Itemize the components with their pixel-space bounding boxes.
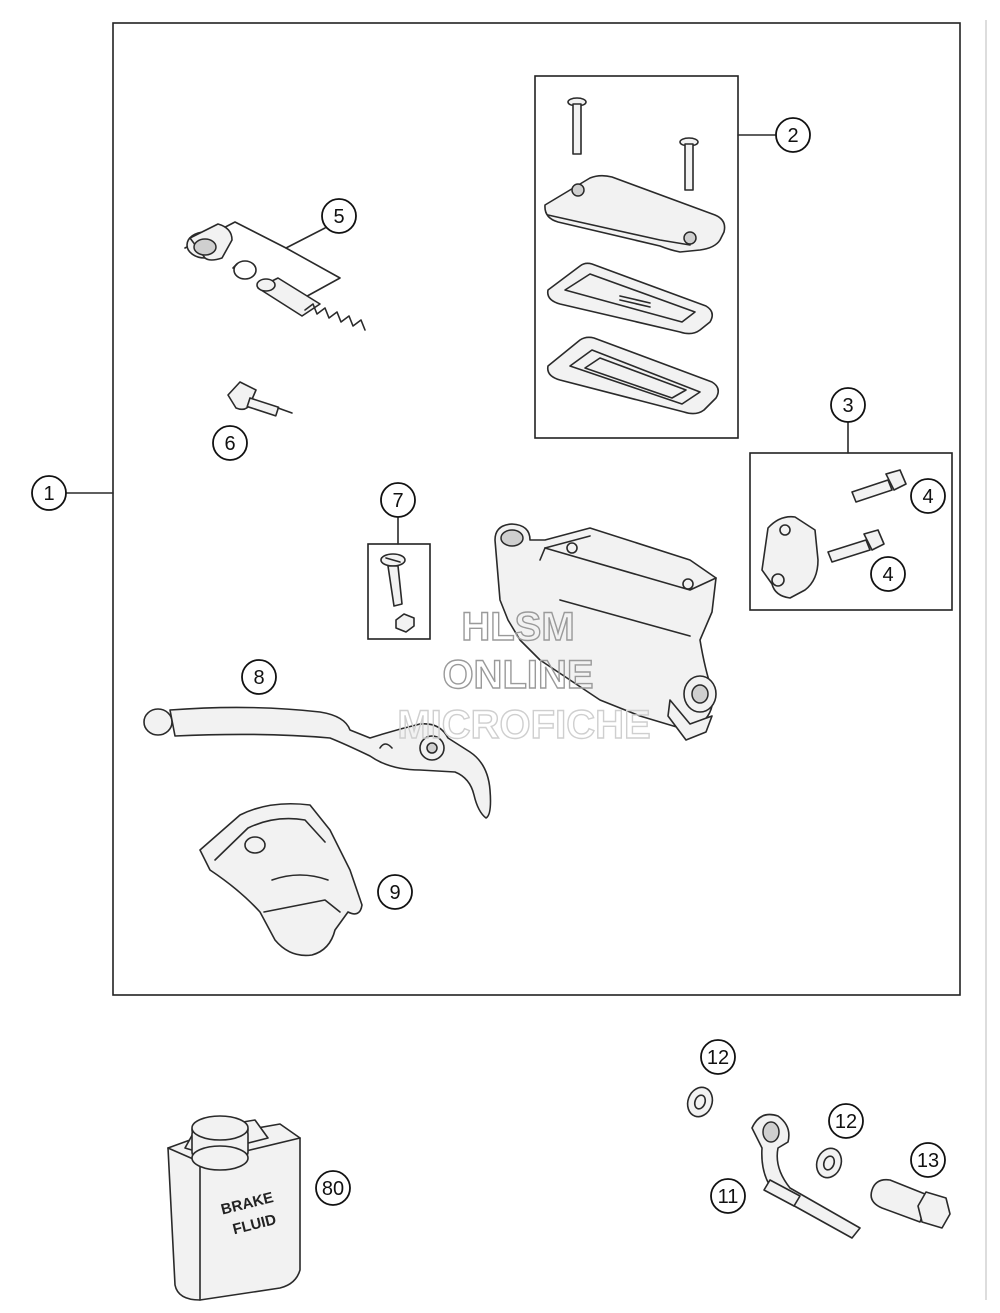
callout-4[interactable]: 4 (910, 478, 946, 514)
callout-12-label: 12 (707, 1047, 729, 1069)
handlebar-clamp (761, 515, 819, 599)
callout-2[interactable]: 2 (775, 117, 811, 153)
piston-spring (304, 303, 366, 331)
watermark-line2: ONLINE (442, 653, 593, 697)
callout-5[interactable]: 5 (321, 198, 357, 234)
callout-1-label: 1 (43, 483, 54, 505)
callout-4-label: 4 (882, 564, 893, 586)
reservoir-cover (544, 174, 726, 253)
circlip (232, 260, 257, 280)
kit-box-2 (534, 75, 739, 439)
callout-3[interactable]: 3 (830, 387, 866, 423)
watermark-line1: HLSM (461, 605, 574, 649)
callout-11[interactable]: 11 (710, 1178, 746, 1214)
lever-guard (199, 802, 363, 957)
piston-cup (186, 223, 233, 261)
pivot-nut (395, 613, 415, 633)
callout-13-label: 13 (917, 1150, 939, 1172)
sealing-washer (686, 1086, 714, 1118)
kit-box-7 (367, 543, 431, 640)
banjo-bolt (870, 1178, 951, 1229)
watermark-line3: MICROFICHE (397, 703, 650, 747)
reservoir-cover-screw (679, 137, 699, 191)
watermark: HLSM ONLINE MICROFICHE (397, 604, 652, 747)
callout-8-label: 8 (253, 667, 264, 689)
callout-7-label: 7 (392, 490, 403, 512)
brake-lever (143, 706, 492, 819)
callout-8[interactable]: 8 (241, 659, 277, 695)
brake-line (751, 1113, 861, 1239)
callout-1[interactable]: 1 (31, 475, 67, 511)
callout-6[interactable]: 6 (212, 425, 248, 461)
callout-12-label: 12 (835, 1111, 857, 1133)
brake-fluid-can (167, 1115, 301, 1301)
callout-9[interactable]: 9 (377, 874, 413, 910)
leader-5b (285, 247, 341, 301)
piston (256, 277, 321, 317)
callout-4[interactable]: 4 (870, 556, 906, 592)
callout-13[interactable]: 13 (910, 1142, 946, 1178)
callout-5-label: 5 (333, 206, 344, 228)
reservoir-membrane (546, 336, 720, 415)
master-cylinder-body (494, 523, 717, 741)
callout-7[interactable]: 7 (380, 482, 416, 518)
reservoir-gasket (546, 262, 714, 335)
sealing-washer (815, 1147, 843, 1179)
callout-80-label: 80 (322, 1178, 344, 1200)
callout-80[interactable]: 80 (315, 1170, 351, 1206)
kit-box-3 (749, 452, 953, 611)
callout-12[interactable]: 12 (700, 1039, 736, 1075)
callout-6-label: 6 (224, 433, 235, 455)
callout-12[interactable]: 12 (828, 1103, 864, 1139)
callout-9-label: 9 (389, 882, 400, 904)
clamp-bolt (851, 469, 907, 503)
callout-4-label: 4 (922, 486, 933, 508)
clamp-bolt (827, 529, 885, 563)
callout-11-label: 11 (718, 1186, 739, 1208)
assembly-frame-1 (112, 22, 961, 996)
callout-3-label: 3 (842, 395, 853, 417)
reservoir-cover-screw (567, 97, 587, 155)
pivot-pin (380, 553, 406, 607)
callout-2-label: 2 (787, 125, 798, 147)
adjuster-screw (227, 381, 293, 417)
